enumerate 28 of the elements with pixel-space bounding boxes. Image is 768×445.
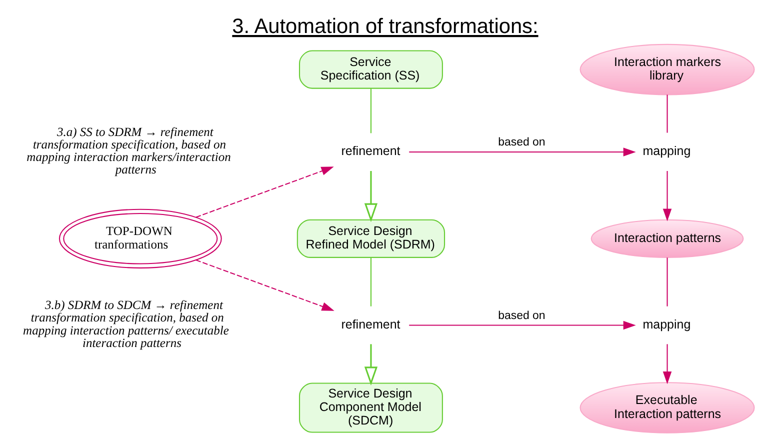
connector [666,94,668,132]
node-text: mapping [642,317,690,332]
arrow [364,344,378,385]
node-text: mapping [642,144,690,158]
arrow [195,259,334,310]
arrow [662,170,672,221]
node-box: Service Design Refined Model (SDRM) [296,218,445,258]
label: 3.b) SDRM to SDCM → refinement transformation specification, based on mapping interaction patterns/ executable interaction patterns [22,298,228,350]
node-box: Service Design Component Model (SDCM) [298,382,442,432]
arrow [408,147,636,156]
node-ellipse: Interaction markers library [579,43,754,95]
node-text: refinement [340,144,400,158]
node-text: refinement [340,317,400,332]
connector [370,257,371,306]
arrow [662,344,672,384]
edge-label: based on [498,309,545,322]
node-ellipse: TOP-DOWN tranformations [58,208,222,268]
label: 3.a) SS to SDRM → refinement transformation specification, based on mapping interaction markers/interaction patterns [26,124,230,176]
node-ellipse: Interaction patterns [590,218,744,258]
node-box: Service Specification (SS) [298,50,442,88]
edge-label: based on [498,136,545,148]
connector [666,257,668,306]
arrow [195,166,334,218]
arrow [364,170,378,222]
connector [370,88,371,133]
arrow [408,320,636,330]
diagram-title: 3. Automation of transformations: [232,14,538,38]
node-ellipse: Executable Interaction patterns [579,382,754,433]
